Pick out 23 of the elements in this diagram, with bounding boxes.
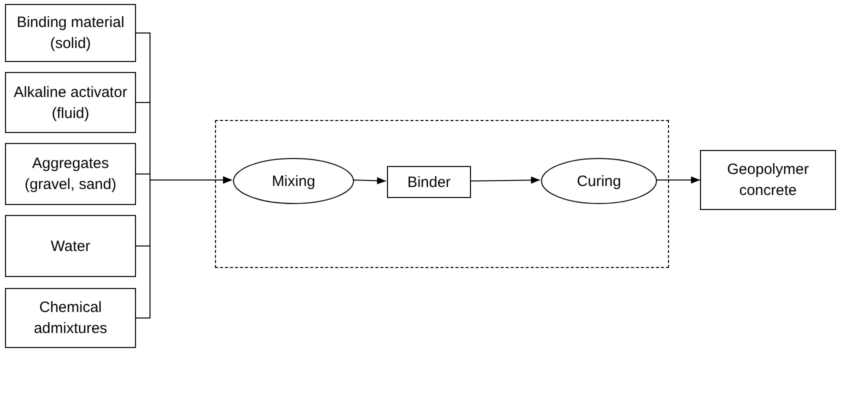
arrow xyxy=(470,176,540,184)
node-label: Aggregates (gravel, sand) xyxy=(24,154,118,195)
process-box xyxy=(5,288,136,348)
node-label: Water xyxy=(50,236,92,256)
node-label: Mixing xyxy=(270,172,316,192)
process-box xyxy=(700,150,836,210)
node-label: Geopolymer concrete xyxy=(726,160,810,201)
node-label: Curing xyxy=(576,172,622,192)
process-box xyxy=(387,166,471,198)
node-label: Alkaline activator (fluid) xyxy=(12,82,128,124)
process-box xyxy=(5,143,136,205)
node-label: Binder xyxy=(406,172,452,192)
arrow xyxy=(136,176,232,318)
process-ellipse xyxy=(541,158,657,204)
node-label: Binding material (solid) xyxy=(16,13,126,54)
process-box xyxy=(5,215,136,277)
process-box xyxy=(5,4,136,62)
process-box xyxy=(5,72,136,133)
process-ellipse xyxy=(233,158,354,204)
dashed-group-box xyxy=(215,120,669,268)
arrow xyxy=(656,176,700,184)
node-label: Chemical admixtures xyxy=(32,298,108,339)
arrow xyxy=(352,177,386,184)
